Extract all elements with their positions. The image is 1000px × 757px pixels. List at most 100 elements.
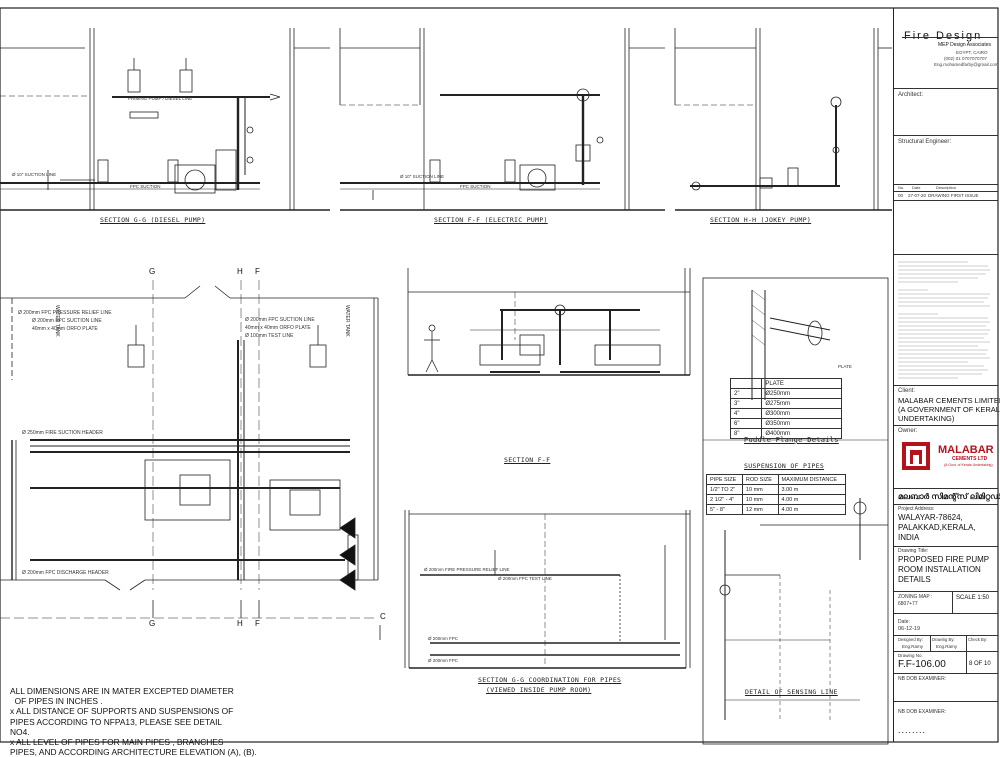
client-line3: UNDERTAKING) [898, 414, 955, 423]
project-malayalam: മലബാർ സിമന്റ്സ് ലിമിറ്റഡ് [898, 492, 1000, 501]
firm-subtitle: MEP Design Associates [938, 42, 991, 48]
puddle-cell: 6" [729, 418, 763, 429]
rev-no: 00 [898, 193, 904, 198]
label-fire-suction-header: Ø 250mm FIRE SUCTION HEADER [22, 430, 103, 436]
marker-c: C [380, 612, 386, 621]
client-line2: (A GOVERNMENT OF KERALA [898, 405, 1000, 414]
suspension-cell: 4.00 m [777, 504, 847, 515]
svg-text:Ø 200mm FPC: Ø 200mm FPC [428, 636, 459, 641]
puddle-cell: Ø400mm [761, 428, 842, 439]
puddle-cell: 3" [729, 398, 763, 409]
rev-header-date: Date [912, 185, 921, 190]
caption-coordination-sub: (VIEWED INSIDE PUMP ROOM) [486, 686, 592, 694]
svg-text:Ø 10" SUCTION LINE: Ø 10" SUCTION LINE [400, 174, 444, 179]
caption-sensing: DETAIL OF SENSING LINE [745, 688, 838, 696]
designed-by: Eng.Ramy [902, 644, 924, 649]
puddle-row: 3"Ø275mm [729, 398, 842, 409]
svg-text:PLATE: PLATE [838, 364, 852, 369]
suspension-cell: ROD SIZE [741, 474, 779, 485]
firm-city: EGYPT, CAIRO [956, 50, 988, 55]
puddle-row: 6"Ø350mm [729, 418, 842, 429]
suspension-cell: MAXIMUM DISTANCE [777, 474, 847, 485]
notes-text-lines [898, 261, 990, 379]
puddle-cell: PLATE [761, 378, 842, 389]
label-orifice-a: 40mm x 40mm ORFO PLATE [32, 326, 98, 332]
drawing-title-label: Drawing Title: [898, 548, 929, 554]
label-water-tank-a: WATER TANK [54, 305, 60, 337]
label-suction-b: Ø 200mm FPC SUCTION LINE [245, 317, 315, 323]
zoning-value: 6807+77 [898, 601, 918, 607]
firm-email: Eng.mohamedfarby@gmail.com [934, 62, 999, 67]
svg-text:Ø 200mm FPC TEST LINE: Ø 200mm FPC TEST LINE [498, 576, 552, 581]
rev-date: 27-07-20 [908, 193, 927, 198]
label-suction-a: Ø 200mm FPC SUCTION LINE [32, 318, 102, 324]
suspension-cell: PIPE SIZE [706, 474, 743, 485]
logo-tag: (A Govt. of Kerala Undertaking) [944, 463, 993, 467]
note-line: PIPES, AND ACCORDING ARCHITECTURE ELEVAT… [10, 747, 257, 757]
label-pressure-relief: Ø 200mm FPC PRESSURE RELIEF LINE [18, 310, 112, 316]
suspension-cell: 2 1/2" - 4" [706, 494, 743, 505]
address-line1: WALAYAR-78624, [898, 513, 963, 522]
section-f-f-elevation [407, 268, 691, 376]
puddle-cell: 4" [729, 408, 763, 419]
drawing-no: F.F-106.00 [898, 659, 946, 670]
caption-puddle: Puddle Flange Details [744, 436, 839, 444]
detail-frame [702, 277, 889, 745]
svg-text:PRIMING PUMP / DIESEL LINE: PRIMING PUMP / DIESEL LINE [128, 96, 192, 101]
address-line2: PALAKKAD,KERALA, [898, 523, 976, 532]
marker-h-top: H [237, 267, 243, 276]
suspension-cell: 5" - 8" [706, 504, 743, 515]
caption-section-f-f: SECTION F-F (ELECTRIC PUMP) [434, 216, 548, 224]
logo-name: MALABAR [938, 444, 994, 456]
date-label: Date: [898, 619, 910, 625]
section-g-g-drawing [0, 28, 330, 211]
puddle-row: PLATE [729, 378, 842, 389]
puddle-cell: Ø300mm [761, 408, 842, 419]
client-line1: MALABAR CEMENTS LIMITED [898, 396, 1000, 405]
general-notes-block [898, 258, 994, 388]
suspension-cell: 10 mm [741, 494, 779, 505]
address-line3: INDIA [898, 533, 920, 542]
label-water-tank-b: WATER TANK [344, 305, 350, 337]
client-label: Client: [898, 388, 916, 394]
project-address-label: Project Address: [898, 506, 935, 512]
caption-section-f-f-lower: SECTION F-F [504, 456, 551, 464]
sheet-border [0, 7, 999, 743]
drawing-no-label: Drawing No. [898, 653, 923, 658]
marker-h-bottom: H [237, 619, 243, 628]
label-orifice-b: 40mm x 40mm ORFO PLATE [245, 325, 311, 331]
suspension-cell: 1/2" TO 2" [706, 484, 743, 495]
puddle-row: 2"Ø250mm [729, 388, 842, 399]
suspension-cell: 4.00 m [777, 494, 847, 505]
note-line: x ALL DISTANCE OF SUPPORTS AND SUSPENSIO… [10, 706, 234, 717]
suspension-cell: 10 mm [741, 484, 779, 495]
note-line: NO4. [10, 726, 30, 737]
scale-value: SCALE 1:50 [956, 595, 990, 601]
section-h-h-drawing [674, 28, 892, 211]
svg-text:FPC SUCTION: FPC SUCTION [460, 184, 491, 189]
marker-g-top: G [149, 267, 156, 276]
note-line: ALL DIMENSIONS ARE IN MATER EXCEPTED DIA… [10, 686, 234, 696]
caption-section-g-g: SECTION G-G (DIESEL PUMP) [100, 216, 206, 224]
rev-header-no: No. [898, 185, 905, 190]
examiner-dots: ........ [898, 725, 927, 735]
coordination-drawing [404, 510, 691, 669]
drawing-title-line2: ROOM INSTALLATION [898, 565, 981, 574]
checked-label: Check By: [968, 637, 988, 642]
puddle-row: 8"Ø400mm [729, 428, 842, 439]
puddle-cell: Ø350mm [761, 418, 842, 429]
marker-g-bottom: G [149, 619, 156, 628]
caption-suspension: SUSPENSION OF PIPES [744, 462, 825, 470]
firm-name: Fire Design [904, 30, 983, 42]
drawn-label: Drawing By: [932, 637, 955, 642]
note-line: OF PIPES IN INCHES . [10, 696, 103, 707]
label-discharge-header: Ø 200mm FPC DISCHARGE HEADER [22, 570, 109, 576]
svg-text:Ø 200mm FPC: Ø 200mm FPC [428, 658, 459, 663]
puddle-cell: 2" [729, 388, 763, 399]
label-test-line: Ø 100mm TEST LINE [245, 333, 294, 339]
marker-f-top: F [255, 267, 260, 276]
suspension-cell: 12 mm [741, 504, 779, 515]
